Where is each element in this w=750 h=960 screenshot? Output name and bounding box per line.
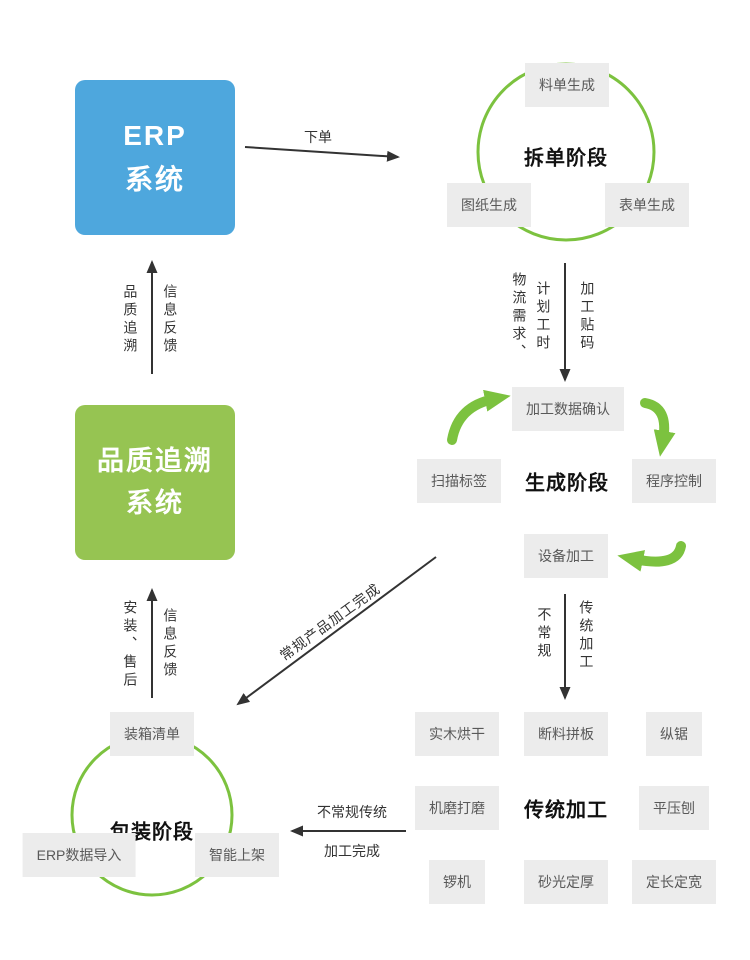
non-regular-label: 不常规 bbox=[536, 607, 553, 661]
smart-shelving-box: 智能上架 bbox=[195, 833, 279, 877]
traditional-process-label: 传统加工 bbox=[578, 600, 595, 672]
machine-grinding-box: 机磨打磨 bbox=[415, 786, 499, 830]
material-list-box: 料单生成 bbox=[525, 63, 609, 107]
sanding-thickness-box: 砂光定厚 bbox=[524, 860, 608, 904]
drawing-generate-box: 图纸生成 bbox=[447, 183, 531, 227]
order-arrow bbox=[244, 146, 400, 162]
install-aftersale-label: 安装、售后 bbox=[122, 600, 139, 690]
planned-hours-label: 计划工时 bbox=[535, 281, 552, 353]
process-data-confirm-box: 加工数据确认 bbox=[512, 387, 624, 431]
generate-stage-title: 生成阶段 bbox=[525, 472, 609, 495]
rip-saw-box: 纵锯 bbox=[646, 712, 702, 756]
length-width-sizing-box: 定长定宽 bbox=[632, 860, 716, 904]
quality-system-line2: 系统 bbox=[126, 487, 184, 518]
form-generate-box: 表单生成 bbox=[605, 183, 689, 227]
program-control-box: 程序控制 bbox=[632, 459, 716, 503]
info-feedback-top-label: 信息反馈 bbox=[162, 284, 179, 356]
erp-system-line1: ERP bbox=[123, 120, 187, 152]
erp-system-node: ERP 系统 bbox=[75, 80, 235, 235]
cycle-swoosh-up-arrow bbox=[447, 389, 511, 445]
quality-trace-label: 品质追溯 bbox=[122, 284, 139, 356]
scan-label-box: 扫描标签 bbox=[417, 459, 501, 503]
wood-drying-box: 实木烘干 bbox=[415, 712, 499, 756]
quality-system-line1: 品质追溯 bbox=[97, 445, 213, 476]
regular-done-diagonal-arrow bbox=[236, 556, 437, 706]
router-machine-box: 锣机 bbox=[429, 860, 485, 904]
order-arrow-label: 下单 bbox=[304, 129, 332, 145]
process-coding-label: 加工贴码 bbox=[579, 281, 596, 353]
traditional-stage-title: 传统加工 bbox=[524, 799, 608, 822]
cycle-swoosh-left-arrow bbox=[617, 541, 686, 572]
split-stage-title: 拆单阶段 bbox=[524, 147, 608, 170]
process-complete-label: 加工完成 bbox=[324, 843, 380, 859]
erp-system-line2: 系统 bbox=[124, 163, 185, 195]
packing-list-box: 装箱清单 bbox=[110, 712, 194, 756]
cycle-swoosh-down-arrow bbox=[640, 398, 676, 457]
logistics-demand-label: 物流需求、 bbox=[511, 272, 528, 362]
planer-box: 平压刨 bbox=[639, 786, 709, 830]
erp-data-import-box: ERP数据导入 bbox=[22, 833, 136, 877]
cut-and-joint-box: 断料拼板 bbox=[524, 712, 608, 756]
info-feedback-bottom-label: 信息反馈 bbox=[162, 608, 179, 680]
quality-trace-system-node: 品质追溯 系统 bbox=[75, 405, 235, 560]
non-regular-traditional-label: 不常规传统 bbox=[317, 804, 387, 820]
equipment-process-box: 设备加工 bbox=[524, 534, 608, 578]
